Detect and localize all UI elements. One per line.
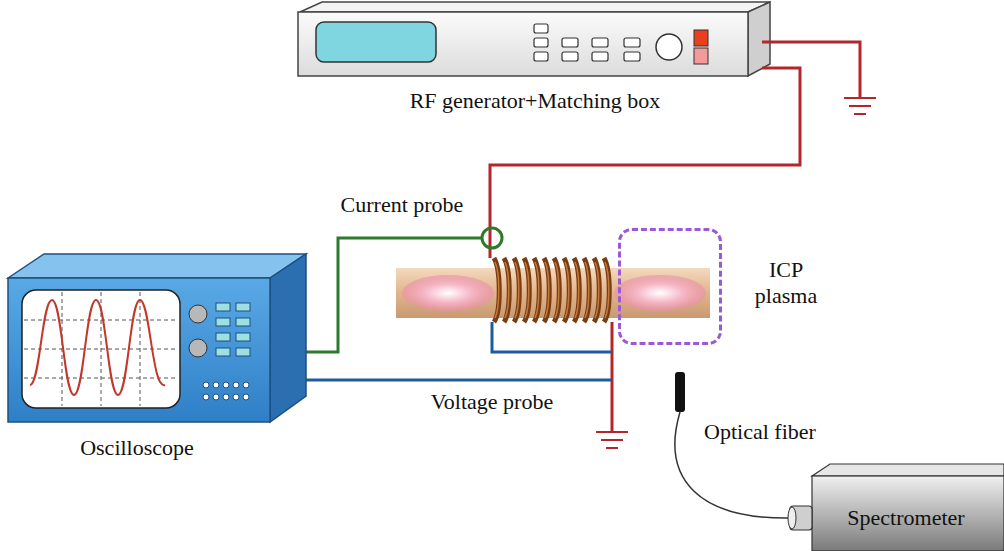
- rf-generator-box: RF generator+Matching box: [298, 2, 770, 114]
- node-label: Oscilloscope: [80, 435, 194, 461]
- coil-turn: [524, 258, 529, 322]
- plasma-region: ICP plasma: [618, 228, 722, 345]
- coil-turn: [584, 258, 589, 322]
- spectrometer-box: Spectrometer: [812, 476, 1004, 551]
- coil-turn-highlight: [505, 262, 509, 318]
- probe-label: Current probe: [341, 192, 464, 218]
- probe-label: Voltage probe: [431, 389, 553, 415]
- rf-generator: [298, 2, 770, 76]
- coil-turn-highlight: [525, 262, 529, 318]
- coil-turn: [514, 258, 519, 322]
- oscilloscope-box: Oscilloscope: [8, 254, 306, 466]
- coil-turn: [534, 258, 539, 322]
- optical-fiber: [675, 372, 792, 518]
- coil-turn: [494, 258, 499, 322]
- node-label: RF generator+Matching box: [410, 88, 661, 114]
- voltage-probe-wire: [306, 322, 612, 380]
- coil-turn-highlight: [495, 262, 499, 318]
- coil-turn-highlight: [585, 262, 589, 318]
- node-label: Spectrometer: [847, 505, 964, 531]
- discharge-tube: [396, 268, 710, 318]
- rf-coil: [494, 258, 609, 322]
- oscilloscope: [8, 254, 306, 422]
- current-probe-wire: [306, 228, 502, 352]
- coil-turn-highlight: [595, 262, 599, 318]
- node-label: ICP plasma: [746, 257, 826, 310]
- coil-turn: [594, 258, 599, 322]
- coil-turn: [504, 258, 509, 322]
- coil-turn-highlight: [555, 262, 559, 318]
- coil-turn: [574, 258, 579, 322]
- fiber-label: Optical fiber: [704, 419, 816, 445]
- coil-turn-highlight: [535, 262, 539, 318]
- spectrometer: [788, 464, 1004, 551]
- coil-turn-highlight: [605, 262, 609, 318]
- coil-turn-highlight: [575, 262, 579, 318]
- coil-turn-highlight: [545, 262, 549, 318]
- coil-turn: [564, 258, 569, 322]
- coil-turn: [544, 258, 549, 322]
- coil-turn-highlight: [515, 262, 519, 318]
- coil-turn-highlight: [565, 262, 569, 318]
- coil-turn: [554, 258, 559, 322]
- coil-turn: [604, 258, 609, 322]
